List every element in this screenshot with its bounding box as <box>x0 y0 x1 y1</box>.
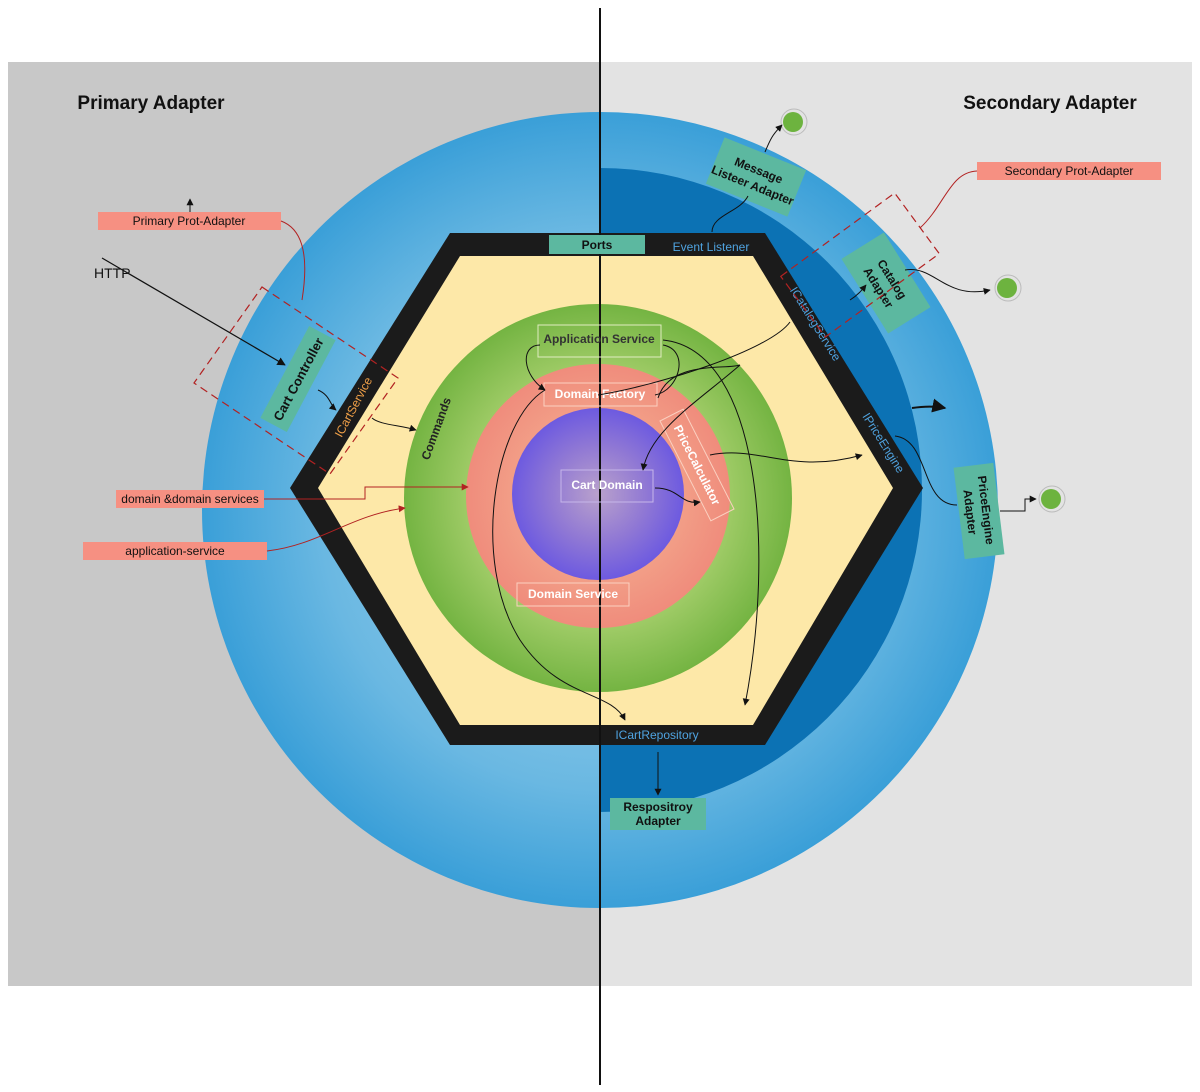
message-endpoint-dot <box>780 108 808 136</box>
port-icart-repository: ICartRepository <box>615 728 698 742</box>
outer-edge-arrow <box>911 398 947 413</box>
domain-services-label: domain &domain services <box>121 492 258 506</box>
factory-to-cart-arrow <box>640 364 741 471</box>
primary-port-adapter-outline <box>193 286 399 475</box>
secondary-adapter-title: Secondary Adapter <box>963 93 1137 114</box>
secondary-prot-adapter-label: Secondary Prot-Adapter <box>1005 164 1134 178</box>
app-to-factory-arrow <box>525 344 546 391</box>
repository-line2: Adapter <box>635 814 681 828</box>
secondary-prot-adapter-note <box>977 162 1161 180</box>
event-to-message-line <box>711 195 749 233</box>
domain-factory-label: Domain Factory <box>555 387 646 401</box>
factory-to-repository-arrow <box>492 389 626 721</box>
domain-services-connector <box>264 483 469 500</box>
cart-domain-core <box>512 408 684 580</box>
repository-line1: Respositroy <box>623 800 693 814</box>
price-engine-endpoint-dot <box>1038 485 1066 513</box>
app-loop-arrow <box>654 344 680 396</box>
repository-adapter <box>610 798 706 830</box>
secondary-port-adapter-outline <box>779 192 941 338</box>
ports-box <box>549 235 645 254</box>
price-engine-line2: Adapter <box>960 489 979 536</box>
primary-note-connector <box>280 220 306 301</box>
application-service-note-label: application-service <box>125 544 225 558</box>
domain-service-label: Domain Service <box>528 587 618 601</box>
domain-services-note <box>116 490 264 508</box>
application-service-note <box>83 542 267 560</box>
secondary-note-connector <box>919 170 978 229</box>
cart-to-calculator-arrow <box>654 487 701 507</box>
primary-prot-adapter-note <box>98 212 281 230</box>
http-label: HTTP <box>94 265 131 281</box>
price-adapter-to-dot-arrow <box>1000 495 1037 512</box>
app-to-repository-arrow <box>662 339 760 706</box>
calculator-to-price-engine-arrow <box>709 452 863 463</box>
domain-service-box <box>516 582 630 607</box>
service-to-commands-arrow <box>371 417 417 432</box>
cart-domain-box <box>560 469 654 503</box>
price-engine-adapter: PriceEngine Adapter <box>953 462 1005 560</box>
catalog-endpoint-dot <box>994 274 1022 302</box>
ports-label: Ports <box>582 238 613 252</box>
http-arrow <box>101 257 286 366</box>
primary-prot-adapter-label: Primary Prot-Adapter <box>133 214 246 228</box>
catalog-port-arrow <box>849 284 867 301</box>
catalog-to-dot-arrow <box>904 269 991 295</box>
factory-to-catalog-arrow <box>597 321 791 396</box>
controller-to-service-arrow <box>317 389 337 411</box>
application-service-box <box>537 324 662 358</box>
cart-domain-label: Cart Domain <box>571 478 642 492</box>
price-port-to-adapter-line <box>894 435 958 506</box>
primary-adapter-title: Primary Adapter <box>77 93 225 114</box>
application-service-connector <box>266 505 406 552</box>
port-event-listener: Event Listener <box>673 240 750 254</box>
application-service-label: Application Service <box>543 332 655 346</box>
message-to-dot-arrow <box>764 124 783 153</box>
